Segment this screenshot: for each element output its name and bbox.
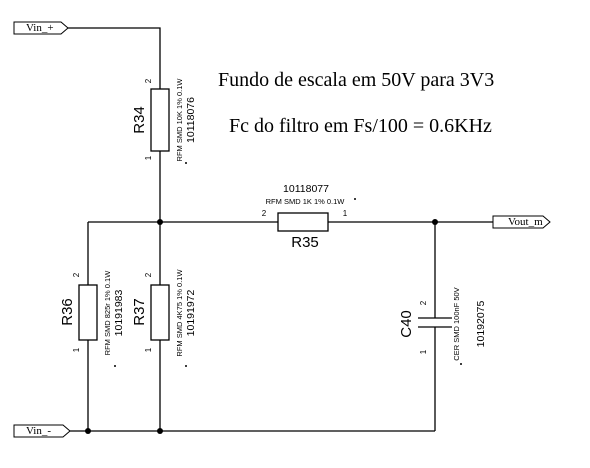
capacitor-c40: 2 1 C40 CER SMD 100nF 50V 10192075 bbox=[398, 287, 487, 365]
r37-ref: R37 bbox=[131, 298, 148, 326]
r35-marker bbox=[354, 198, 356, 200]
r36-pin-2: 2 bbox=[72, 272, 81, 277]
r34-marker bbox=[185, 162, 187, 164]
r36-desc: RFM SMD 825r 1% 0.1W bbox=[103, 270, 112, 356]
r35-ref: R35 bbox=[291, 234, 319, 251]
r37-body bbox=[150, 284, 170, 341]
c40-pin-1: 1 bbox=[419, 349, 428, 354]
r37-desc: RFM SMD 4K75 1% 0.1W bbox=[175, 269, 184, 357]
port-vin-minus: Vin_- bbox=[13, 424, 71, 438]
r37-pin-2: 2 bbox=[144, 272, 153, 277]
r36-pin-1: 1 bbox=[72, 347, 81, 352]
r34-code: 10118076 bbox=[185, 97, 197, 143]
r35-desc: RFM SMD 1K 1% 0.1W bbox=[266, 197, 346, 206]
resistor-r34: 2 1 R34 RFM SMD 10K 1% 0.1W 10118076 bbox=[131, 75, 197, 165]
r34-ref: R34 bbox=[131, 106, 148, 134]
port-vin-plus-label: Vin_+ bbox=[26, 22, 54, 34]
junction-dot bbox=[157, 219, 163, 225]
r36-marker bbox=[114, 365, 116, 367]
r34-body bbox=[150, 88, 170, 152]
r36-ref: R36 bbox=[59, 298, 76, 326]
r36-code: 10191983 bbox=[113, 289, 125, 336]
resistor-r35: 10118077 RFM SMD 1K 1% 0.1W 2 1 R35 bbox=[262, 183, 356, 251]
port-vout: Vout_m bbox=[492, 215, 551, 229]
c40-ref: C40 bbox=[398, 310, 415, 338]
r35-pin-1: 1 bbox=[343, 209, 348, 218]
r37-code: 10191972 bbox=[185, 289, 197, 336]
c40-marker bbox=[460, 363, 462, 365]
c40-code: 10192075 bbox=[475, 300, 487, 347]
c40-desc: CER SMD 100nF 50V bbox=[452, 287, 461, 360]
r34-pin-2: 2 bbox=[144, 78, 153, 83]
r34-pin-1: 1 bbox=[144, 155, 153, 160]
full-scale-note: Fundo de escala em 50V para 3V3 bbox=[218, 69, 494, 91]
wires bbox=[68, 27, 493, 432]
r34-desc: RFM SMD 10K 1% 0.1W bbox=[175, 78, 184, 162]
r35-body bbox=[277, 212, 329, 232]
port-vin-minus-label: Vin_- bbox=[26, 425, 51, 437]
junction-dot bbox=[85, 428, 91, 434]
resistor-r36: 2 1 R36 RFM SMD 825r 1% 0.1W 10191983 bbox=[59, 270, 125, 367]
port-vout-label: Vout_m bbox=[508, 216, 543, 228]
r37-pin-1: 1 bbox=[144, 347, 153, 352]
junction-dot bbox=[432, 219, 438, 225]
port-vin-plus: Vin_+ bbox=[13, 21, 69, 35]
c40-pin-2: 2 bbox=[419, 300, 428, 305]
cutoff-note: Fc do filtro em Fs/100 = 0.6KHz bbox=[229, 115, 492, 137]
wire-vin-plus bbox=[68, 27, 161, 75]
r36-body bbox=[78, 284, 98, 341]
r35-pin-2: 2 bbox=[262, 209, 267, 218]
r37-marker bbox=[185, 365, 187, 367]
junction-dot bbox=[157, 428, 163, 434]
r35-code: 10118077 bbox=[283, 183, 329, 195]
resistor-r37: 2 1 R37 RFM SMD 4K75 1% 0.1W 10191972 bbox=[131, 269, 197, 367]
